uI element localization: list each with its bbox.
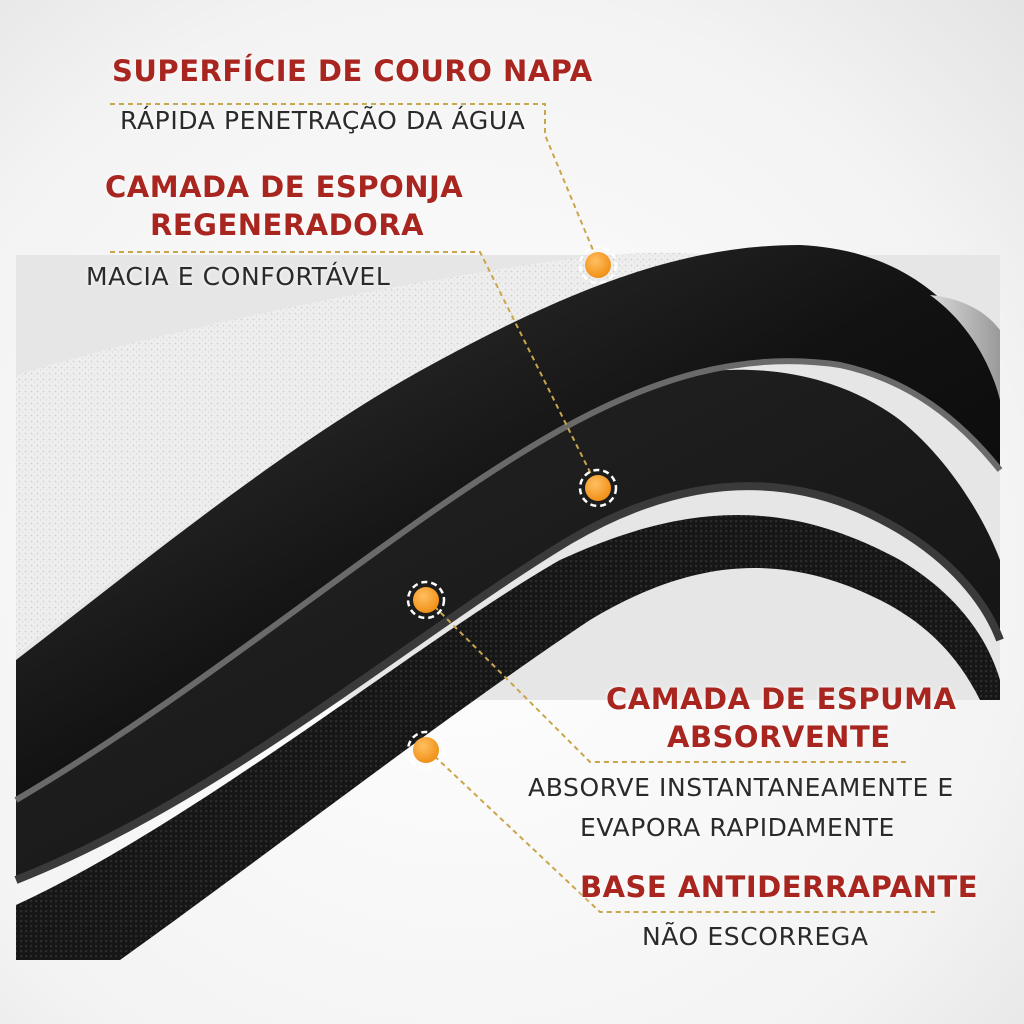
layer-title-base: BASE ANTIDERRAPANTE — [580, 870, 979, 904]
sponge-layer — [16, 252, 760, 656]
layer-desc-base: NÃO ESCORREGA — [642, 922, 869, 951]
layer-marker-icon — [578, 245, 618, 285]
layer-marker-icon — [406, 580, 446, 620]
layer-desc-foam-2: EVAPORA RAPIDAMENTE — [580, 813, 895, 842]
layer-title-sponge-1: CAMADA DE ESPONJA — [105, 170, 464, 204]
layer-marker-icon — [578, 468, 618, 508]
layer-title-leather: SUPERFÍCIE DE COURO NAPA — [112, 54, 593, 88]
leather-rim — [930, 295, 1000, 400]
mesh-base-layer — [16, 515, 1000, 960]
layer-title-foam-2: ABSORVENTE — [667, 720, 891, 754]
layer-title-sponge-2: REGENERADORA — [150, 208, 425, 242]
layer-marker-icon — [406, 730, 446, 770]
leader-line-1 — [110, 103, 599, 263]
leader-line-4 — [427, 749, 935, 913]
leather-edge — [14, 358, 1003, 803]
layer-desc-leather: RÁPIDA PENETRAÇÃO DA ÁGUA — [120, 106, 526, 135]
leather-layer — [16, 245, 1000, 800]
foam-edge — [14, 482, 1004, 884]
leader-line-2 — [110, 251, 599, 489]
leader-line-3 — [427, 599, 910, 763]
leader-lines — [110, 103, 935, 913]
foam-layer — [16, 369, 1000, 880]
layer-desc-sponge: MACIA E CONFORTÁVEL — [86, 262, 391, 291]
layer-title-foam-1: CAMADA DE ESPUMA — [606, 682, 957, 716]
layer-desc-foam-1: ABSORVE INSTANTANEAMENTE E — [528, 773, 954, 802]
